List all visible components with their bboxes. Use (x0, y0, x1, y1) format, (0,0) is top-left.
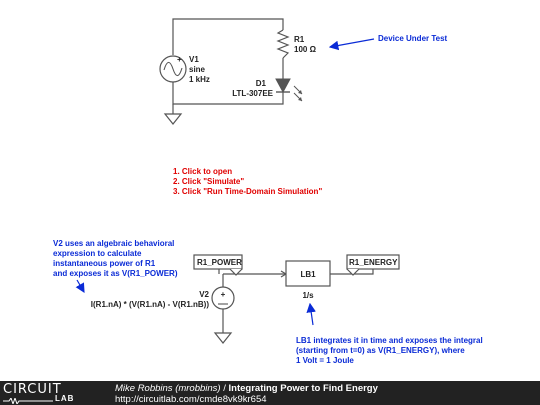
circuitlab-logo[interactable]: CIRCUIT LAB (3, 382, 93, 404)
r1-energy-label: R1_ENERGY (349, 258, 398, 267)
bottom-circuit[interactable]: V2 uses an algebraic behavioral expressi… (53, 239, 483, 365)
d1-ref: D1 (256, 79, 267, 88)
note-v2-line-4: and exposes it as V(R1_POWER) (53, 269, 178, 278)
annotation-dut: Device Under Test (378, 34, 448, 43)
resistor-icon[interactable] (276, 29, 290, 59)
v1-ref: V1 (189, 55, 199, 64)
note-v2-line-3: instantaneous power of R1 (53, 259, 156, 268)
logo-wave-icon (3, 398, 53, 404)
footer-title-line: Mike Robbins (mrobbins) / Integrating Po… (115, 383, 378, 394)
led-ray-head-2 (298, 97, 302, 101)
top-circuit[interactable]: + V1 sine 1 kHz R1 100 Ω D1 LTL-307EE De… (159, 18, 448, 125)
note-v2-line-1: V2 uses an algebraic behavioral (53, 239, 174, 248)
v2-expression: I(R1.nA) * (V(R1.nA) - V(R1.nB)) (91, 300, 210, 309)
note-v2-line-2: expression to calculate (53, 249, 142, 258)
note-lb1-line-2: (starting from t=0) as V(R1_ENERGY), whe… (296, 346, 465, 355)
footer-title: Integrating Power to Find Energy (228, 383, 378, 394)
r1-ref: R1 (294, 35, 305, 44)
r1-power-label-box[interactable] (193, 254, 243, 270)
led-ray-head-1 (298, 90, 302, 94)
instruction-2: 2. Click "Simulate" (173, 177, 244, 186)
ground-symbol (163, 113, 183, 125)
instructions[interactable]: 1. Click to open 2. Click "Simulate" 3. … (173, 167, 322, 196)
footer-bar: CIRCUIT LAB Mike Robbins (mrobbins) / In… (0, 381, 540, 405)
sine-wave-icon (163, 61, 183, 77)
r1-value: 100 Ω (294, 45, 317, 54)
note-lb1-line-1: LB1 integrates it in time and exposes th… (296, 336, 483, 345)
dc-source-icon[interactable] (211, 286, 235, 310)
r1-energy-label-box[interactable] (346, 254, 400, 270)
d1-part: LTL-307EE (232, 89, 273, 98)
led-icon[interactable] (275, 78, 291, 94)
wire-lb1-out (330, 269, 374, 275)
footer-separator: / (220, 383, 229, 394)
r1-energy-label-pointer (346, 268, 360, 276)
lb1-transfer: 1/s (302, 291, 314, 300)
r1-power-label: R1_POWER (197, 258, 242, 267)
sine-source-icon[interactable] (159, 55, 187, 83)
instruction-1: 1. Click to open (173, 167, 232, 176)
v1-type: sine (189, 65, 206, 74)
wire-bottom (172, 82, 284, 105)
r1-power-label-pointer (229, 268, 243, 276)
footer-author[interactable]: Mike Robbins (mrobbins) (115, 383, 221, 394)
note-lb1-line-3: 1 Volt = 1 Joule (296, 356, 354, 365)
wire-top (172, 18, 284, 55)
plus-sign: + (177, 55, 182, 64)
v2-ref: V2 (199, 290, 209, 299)
annotation-arrow-lb1 (306, 302, 316, 326)
footer-url[interactable]: http://circuitlab.com/cmde8vk9kr654 (115, 394, 267, 405)
lb1-ref: LB1 (300, 270, 316, 279)
logo-text-bottom: LAB (55, 394, 75, 403)
v1-freq: 1 kHz (189, 75, 210, 84)
annotation-arrow-dut (328, 38, 375, 51)
v2-plus: + (221, 290, 226, 299)
annotation-arrow-v2 (75, 279, 85, 294)
laplace-block[interactable] (285, 260, 331, 287)
instruction-3: 3. Click "Run Time-Domain Simulation" (173, 187, 322, 196)
ground-symbol-2 (213, 332, 233, 344)
logo-text-top: CIRCUIT (3, 382, 62, 397)
